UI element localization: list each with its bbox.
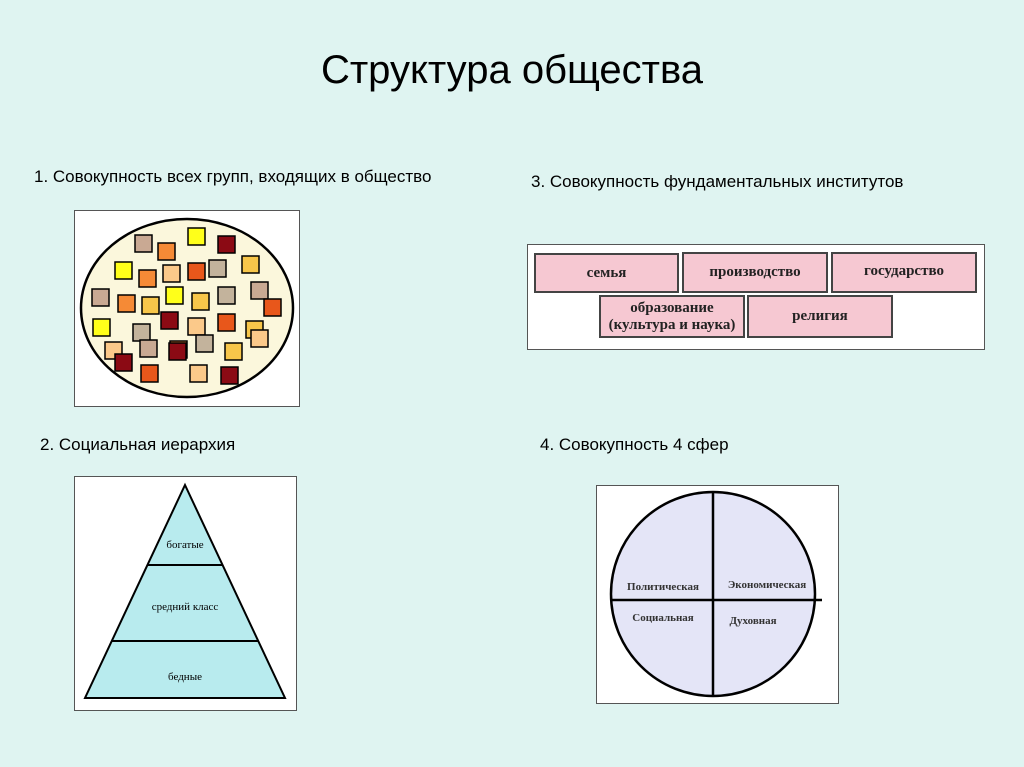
group-square bbox=[117, 294, 136, 313]
group-square bbox=[250, 281, 269, 300]
group-square bbox=[165, 286, 184, 305]
group-square bbox=[263, 298, 282, 317]
groups-panel bbox=[74, 210, 300, 407]
level-rich: богатые bbox=[166, 539, 203, 551]
spheres-diagram: Политическая Экономическая Социальная Ду… bbox=[609, 490, 822, 698]
institutions-panel: семья производство государство образован… bbox=[527, 244, 985, 350]
spheres-panel: Политическая Экономическая Социальная Ду… bbox=[596, 485, 839, 704]
group-square bbox=[114, 261, 133, 280]
sphere-social: Социальная bbox=[632, 612, 694, 624]
group-square bbox=[140, 364, 159, 383]
group-square bbox=[187, 317, 206, 336]
group-square bbox=[141, 296, 160, 315]
group-square bbox=[220, 366, 239, 385]
sphere-economic: Экономическая bbox=[728, 579, 806, 591]
section2-caption: 2. Социальная иерархия bbox=[40, 435, 236, 454]
group-square bbox=[134, 234, 153, 253]
group-square bbox=[132, 323, 151, 342]
group-square bbox=[168, 342, 187, 361]
group-square bbox=[92, 318, 111, 337]
group-square bbox=[241, 255, 260, 274]
group-square bbox=[250, 329, 269, 348]
sphere-political: Политическая bbox=[627, 581, 699, 593]
group-square bbox=[162, 264, 181, 283]
group-square bbox=[139, 339, 158, 358]
group-square bbox=[91, 288, 110, 307]
level-poor: бедные bbox=[168, 671, 202, 683]
group-square bbox=[187, 262, 206, 281]
group-square bbox=[217, 286, 236, 305]
group-square bbox=[195, 334, 214, 353]
institution-education: образование (культура и наука) bbox=[599, 295, 745, 338]
groups-diagram bbox=[79, 217, 295, 399]
page-title: Структура общества bbox=[320, 48, 704, 92]
group-square bbox=[217, 313, 236, 332]
group-square bbox=[138, 269, 157, 288]
section1-caption: 1. Совокупность всех групп, входящих в о… bbox=[34, 167, 432, 186]
group-square bbox=[187, 227, 206, 246]
group-square bbox=[191, 292, 210, 311]
level-middle-class: средний класс bbox=[152, 601, 219, 613]
group-square bbox=[208, 259, 227, 278]
institution-state: государство bbox=[831, 252, 977, 293]
section3-caption: 3. Совокупность фундаментальных институт… bbox=[531, 172, 904, 191]
section4-caption: 4. Совокупность 4 сфер bbox=[540, 435, 729, 454]
institution-production: производство bbox=[682, 252, 828, 293]
hierarchy-panel: богатые средний класс бедные bbox=[74, 476, 297, 711]
sphere-spiritual: Духовная bbox=[729, 615, 776, 627]
group-square bbox=[157, 242, 176, 261]
group-square bbox=[114, 353, 133, 372]
group-square bbox=[160, 311, 179, 330]
society-ellipse bbox=[79, 217, 295, 399]
group-square bbox=[189, 364, 208, 383]
institution-family: семья bbox=[534, 253, 679, 293]
group-square bbox=[224, 342, 243, 361]
group-square bbox=[217, 235, 236, 254]
hierarchy-pyramid: богатые средний класс бедные bbox=[83, 482, 287, 699]
pyramid-shape bbox=[83, 482, 287, 699]
institution-religion: религия bbox=[747, 295, 893, 338]
